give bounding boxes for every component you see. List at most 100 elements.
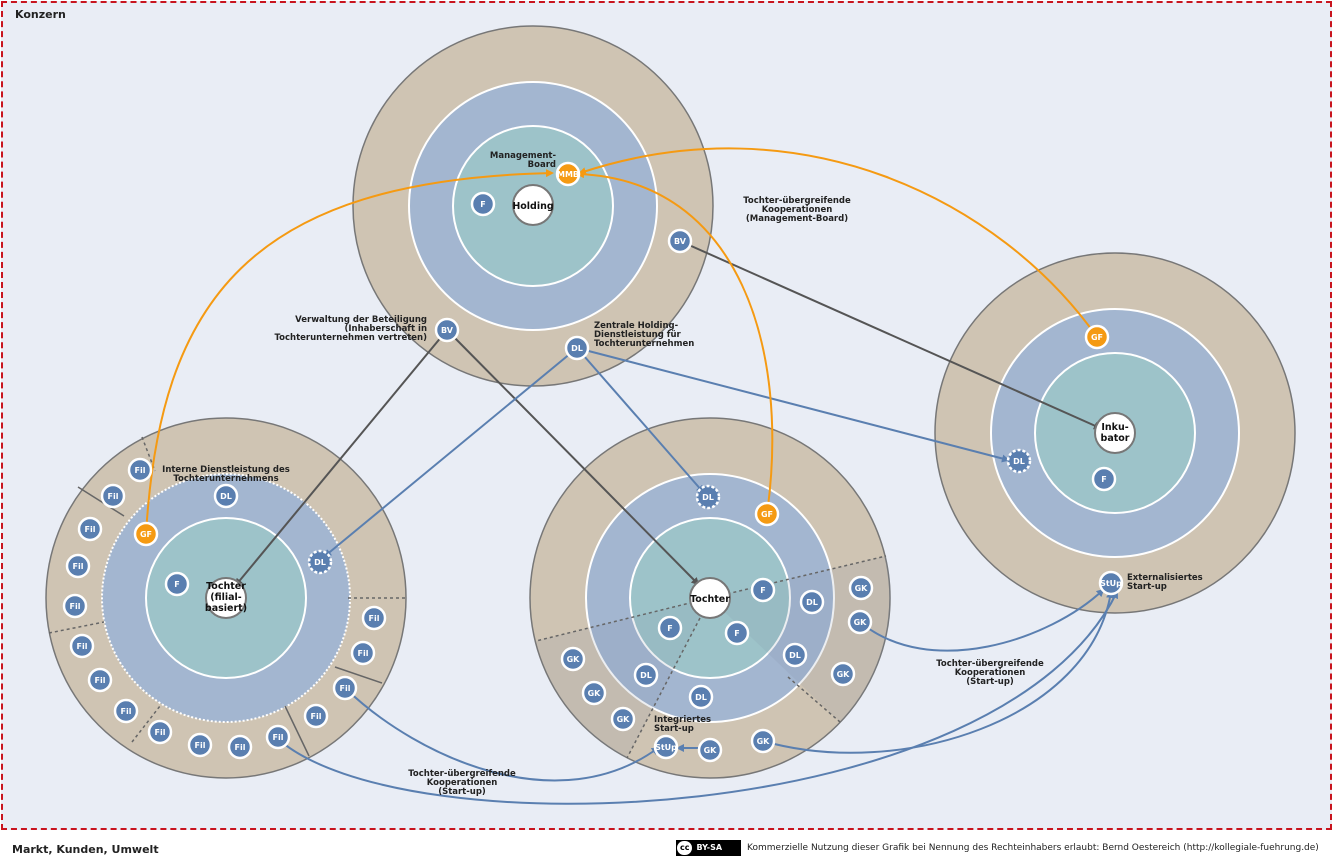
dl-node[interactable]: DL	[782, 642, 808, 668]
dl-node-circle	[564, 335, 590, 361]
dl-node[interactable]: DL	[564, 335, 590, 361]
holding-core[interactable]: Holding	[512, 184, 554, 226]
fil-node-label: Fil	[95, 676, 106, 685]
f-node[interactable]: F	[1091, 466, 1117, 492]
integrated-stup-node-circle	[653, 734, 679, 760]
arrow-gf-tochter-to-mmb	[576, 170, 774, 515]
arrow-dl-to-inkubator-dl	[576, 347, 1010, 463]
dl-node-circle	[782, 642, 808, 668]
fil-node[interactable]: Fil	[332, 675, 358, 701]
f-node-circle	[164, 571, 190, 597]
fil-node[interactable]: Fil	[113, 698, 139, 724]
fil-node-circle	[187, 732, 213, 758]
svg-text:Holding: Holding	[512, 201, 553, 212]
svg-text:Zentrale Holding-: Zentrale Holding-	[594, 321, 679, 331]
dl-node[interactable]: DL	[688, 684, 714, 710]
dl-dashed-node[interactable]: DL	[695, 484, 721, 510]
arrow-bv-to-tochter-filial	[234, 329, 448, 587]
arrows	[145, 147, 1118, 805]
fil-node-label: Fil	[369, 614, 380, 623]
cc-icon: cc	[677, 841, 693, 855]
bv-node-circle	[667, 228, 693, 254]
svg-text:Interne Dienstleistung des: Interne Dienstleistung des	[162, 465, 290, 475]
fil-node[interactable]: Fil	[62, 593, 88, 619]
f-node[interactable]: F	[657, 615, 683, 641]
fil-node[interactable]: Fil	[187, 732, 213, 758]
mmb-node[interactable]: MMB	[555, 161, 581, 187]
gf-node[interactable]: GF	[754, 501, 780, 527]
konzern-label: Konzern	[15, 8, 66, 21]
dl-dashed-node[interactable]: DL	[1006, 448, 1032, 474]
license-bar: cc BY-SA Kommerzielle Nutzung dieser Gra…	[676, 840, 1319, 856]
gk-node-label: GK	[567, 655, 581, 664]
fil-node[interactable]: Fil	[303, 703, 329, 729]
f-node[interactable]: F	[164, 571, 190, 597]
inkubator-core[interactable]: Inku- bator	[1094, 412, 1136, 454]
f-node[interactable]: F	[724, 620, 750, 646]
gk-node-label: GK	[617, 715, 631, 724]
dl-node[interactable]: DL	[213, 483, 239, 509]
fil-node[interactable]: Fil	[227, 734, 253, 760]
gk-node[interactable]: GK	[581, 680, 607, 706]
gf-node[interactable]: GF	[1084, 324, 1110, 350]
fil-node[interactable]: Fil	[65, 553, 91, 579]
integrated-stup-node[interactable]: StUp	[653, 734, 679, 760]
cc-license-badge[interactable]: cc BY-SA	[676, 840, 742, 856]
fil-node[interactable]: Fil	[265, 724, 291, 750]
market-label: Markt, Kunden, Umwelt	[12, 843, 159, 856]
fil-node[interactable]: Fil	[127, 457, 153, 483]
gf-node[interactable]: GF	[133, 521, 159, 547]
fil-node-label: Fil	[195, 741, 206, 750]
external-stup-node[interactable]: StUp	[1098, 570, 1124, 596]
tochter-core[interactable]: Tochter	[689, 577, 731, 619]
fil-node[interactable]: Fil	[147, 719, 173, 745]
gk-node[interactable]: GK	[830, 661, 856, 687]
svg-text:Kooperationen: Kooperationen	[427, 778, 498, 788]
tochter-filial-core[interactable]: Tochter (filial- basiert)	[205, 577, 247, 619]
dl-dashed-node[interactable]: DL	[307, 549, 333, 575]
f-node[interactable]: F	[470, 191, 496, 217]
gk-node[interactable]: GK	[847, 609, 873, 635]
fil-node-label: Fil	[235, 743, 246, 752]
fil-node[interactable]: Fil	[69, 633, 95, 659]
external-stup-node-circle	[1098, 570, 1124, 596]
gk-node[interactable]: GK	[610, 706, 636, 732]
fil-node[interactable]: Fil	[100, 483, 126, 509]
svg-text:Tochter-übergreifende: Tochter-übergreifende	[743, 196, 851, 206]
dl-node[interactable]: DL	[799, 589, 825, 615]
fil-node-label: Fil	[273, 733, 284, 742]
fil-node[interactable]: Fil	[361, 605, 387, 631]
bv-node[interactable]: BV	[667, 228, 693, 254]
svg-text:Tochterunternehmens: Tochterunternehmens	[173, 474, 278, 484]
f-node[interactable]: F	[750, 577, 776, 603]
startup-coop-bottom-label: Tochter-übergreifende Kooperationen (Sta…	[408, 769, 516, 797]
svg-text:Integriertes: Integriertes	[654, 715, 711, 725]
svg-text:Tochterunternehmen: Tochterunternehmen	[594, 339, 694, 349]
fil-node[interactable]: Fil	[350, 640, 376, 666]
fil-node[interactable]: Fil	[87, 667, 113, 693]
gk-node[interactable]: GK	[848, 575, 874, 601]
fil-node-label: Fil	[73, 562, 84, 571]
fil-node-label: Fil	[70, 602, 81, 611]
f-node-circle	[657, 615, 683, 641]
gk-node[interactable]: GK	[697, 737, 723, 763]
gk-node[interactable]: GK	[560, 646, 586, 672]
gk-node-circle	[697, 737, 723, 763]
arrow-bv-to-tochter	[446, 329, 700, 586]
fil-node[interactable]: Fil	[77, 516, 103, 542]
bv-node-circle	[434, 317, 460, 343]
startup-coop-right-label: Tochter-übergreifende Kooperationen (Sta…	[936, 659, 1044, 687]
svg-text:Verwaltung der Beteiligung: Verwaltung der Beteiligung	[295, 315, 427, 325]
bv-node[interactable]: BV	[434, 317, 460, 343]
dl-node[interactable]: DL	[633, 662, 659, 688]
gk-node[interactable]: GK	[750, 728, 776, 754]
fil-node-circle	[147, 719, 173, 745]
fil-node-circle	[69, 633, 95, 659]
dl-dashed-node-circle	[695, 484, 721, 510]
integrated-stup-label: Integriertes Start-up	[654, 715, 711, 734]
svg-text:(Start-up): (Start-up)	[438, 787, 486, 797]
svg-text:Kooperationen: Kooperationen	[762, 205, 833, 215]
gk-node-label: GK	[588, 689, 602, 698]
arrow-gk-to-external-stup-1	[859, 588, 1105, 652]
dl-node-label: DL	[571, 344, 583, 353]
